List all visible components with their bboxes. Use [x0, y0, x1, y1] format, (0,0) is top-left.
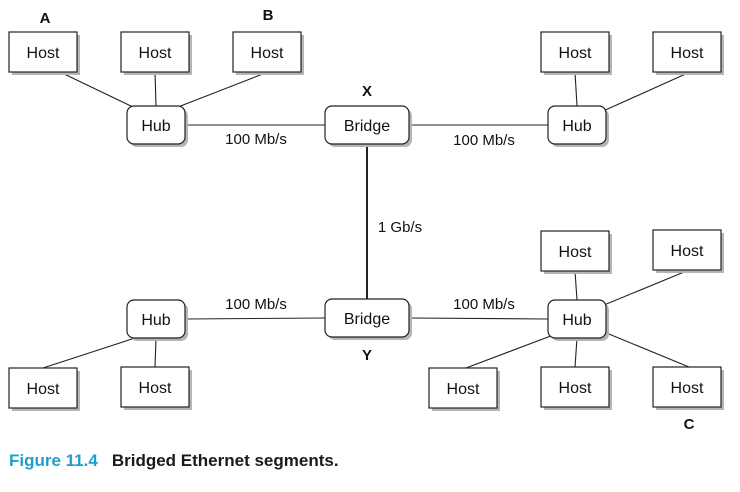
node-letter-b: B: [263, 7, 274, 24]
hub-box: [547, 105, 607, 145]
host-box: [652, 366, 722, 408]
host-node: Host: [540, 230, 612, 274]
host-node: Host: [540, 366, 612, 410]
figure-caption: Figure 11.4 Bridged Ethernet segments.: [9, 451, 339, 471]
host-label: Host: [27, 381, 60, 398]
link-host-7-to-hub-3: [154, 337, 157, 368]
hub-box: [126, 299, 186, 339]
node-letter-x: X: [362, 83, 372, 100]
link-hub-3-to-bridge-y: [184, 317, 326, 320]
host-node: Host: [8, 367, 80, 411]
hub-node: Hub: [126, 105, 188, 147]
node-letter-y: Y: [362, 347, 372, 364]
link-host-10-to-hub-4: [465, 333, 557, 369]
link-host-4-to-hub-2: [574, 71, 578, 107]
link-host-c-to-hub-4: [603, 331, 690, 368]
bridge-box: [324, 298, 410, 338]
hub-node: Hub: [126, 299, 188, 341]
host-box: [8, 367, 78, 409]
link-speed-label: 100 Mb/s: [453, 296, 515, 313]
bridge-node: Bridge X: [324, 83, 412, 147]
host-box: [120, 31, 190, 73]
host-box: [8, 31, 78, 73]
host-label: Host: [251, 45, 284, 62]
link-host-2-to-hub-1: [154, 71, 157, 107]
host-box: [652, 31, 722, 73]
host-node: Host: [652, 229, 724, 273]
host-label: Host: [559, 45, 592, 62]
bridge-label: Bridge: [344, 118, 390, 135]
link-bridge-y-to-hub-4: [408, 317, 549, 320]
link-host-8-to-hub-4: [574, 270, 578, 301]
figure-caption-text: Bridged Ethernet segments.: [111, 451, 339, 470]
host-box: [120, 366, 190, 408]
bridge-label: Bridge: [344, 311, 390, 328]
node-letter-a: A: [40, 10, 51, 27]
host-node: Host A: [8, 10, 80, 75]
host-label: Host: [559, 244, 592, 261]
link-speed-label: 100 Mb/s: [453, 132, 515, 149]
bridge-box: [324, 105, 410, 145]
link-speed-label: 100 Mb/s: [225, 296, 287, 313]
host-node: Host B: [232, 7, 304, 75]
host-label: Host: [671, 45, 704, 62]
hub-label: Hub: [562, 118, 591, 135]
host-label: Host: [671, 243, 704, 260]
hub-label: Hub: [141, 312, 170, 329]
link-host-6-to-hub-3: [42, 337, 136, 369]
host-box: [540, 31, 610, 73]
hub-box: [547, 299, 607, 339]
host-node: Host: [120, 366, 192, 410]
host-box: [652, 229, 722, 271]
node-letter-c: C: [684, 416, 695, 433]
link-speed-label: 1 Gb/s: [378, 219, 422, 236]
host-label: Host: [671, 380, 704, 397]
host-label: Host: [139, 45, 172, 62]
host-box: [540, 230, 610, 272]
hub-node: Hub: [547, 299, 609, 341]
host-box: [232, 31, 302, 73]
host-label: Host: [27, 45, 60, 62]
links-layer: 100 Mb/s 100 Mb/s 1 Gb/s 100 Mb/s 100 Mb/s: [42, 71, 691, 369]
host-label: Host: [447, 381, 480, 398]
host-node: Host: [540, 31, 612, 75]
host-box: [428, 367, 498, 409]
link-host-11-to-hub-4: [574, 337, 578, 368]
link-host-9-to-hub-4: [603, 269, 690, 306]
host-node: Host: [428, 367, 500, 411]
host-node: Host: [120, 31, 192, 75]
host-label: Host: [139, 380, 172, 397]
host-box: [540, 366, 610, 408]
link-host-5-to-hub-2: [600, 71, 691, 113]
host-node: Host: [652, 31, 724, 75]
hub-box: [126, 105, 186, 145]
link-speed-label: 100 Mb/s: [225, 131, 287, 148]
link-host-b-to-hub-1: [177, 71, 269, 108]
hub-label: Hub: [562, 312, 591, 329]
link-host-a-to-hub-1: [59, 71, 134, 108]
figure-number: Figure 11.4: [9, 451, 98, 470]
hub-label: Hub: [141, 118, 170, 135]
host-label: Host: [559, 380, 592, 397]
hub-node: Hub: [547, 105, 609, 147]
